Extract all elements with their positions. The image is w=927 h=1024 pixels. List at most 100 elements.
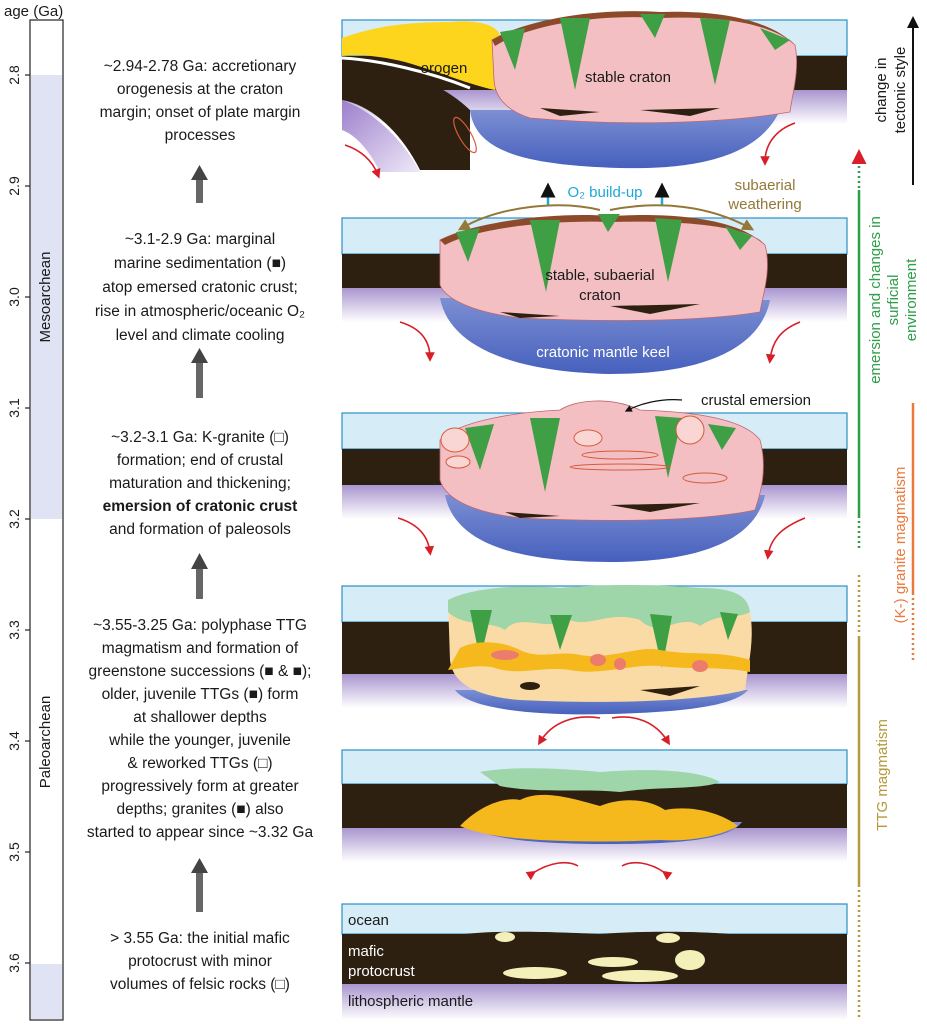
stable-craton-block [491,12,798,124]
felsic-body [675,950,705,970]
convection-arrow [538,716,601,746]
stage-1-line-2: orogenesis at the craton [117,81,283,98]
stage-5-line-1: > 3.55 Ga: the initial mafic [110,930,290,947]
stage-2-line-1: ~3.1-2.9 Ga: marginal [125,231,275,248]
label-stable-subaerial-craton-1: stable, subaerial [545,267,654,284]
felsic-body [503,967,567,979]
stage-4-line-6: while the younger, juvenile [108,732,291,749]
stage-3-line-5: and formation of paleosols [109,521,291,538]
tick-label: 3.6 [6,953,22,973]
greenstone-cover [480,768,720,792]
panel-crustal-emersion-stage: crustal emersion [341,392,848,562]
panel-subaerial-craton-stage: stable, subaerial craton cratonic mantle… [341,177,848,374]
stage-1-line-4: processes [165,127,236,144]
tick-label: 3.0 [6,287,22,307]
panel-protocrust-stage: ocean mafic protocrust lithospheric mant… [341,903,848,1020]
juvenile-ttg-body [460,794,738,842]
tick-label: 3.1 [6,398,22,418]
felsic-body [495,932,515,942]
stage-descriptions: ~2.94-2.78 Ga: accretionary orogenesis a… [87,58,314,993]
pointer-arrow [624,399,683,412]
progression-arrows [191,165,208,912]
felsic-body [656,933,680,943]
convection-arrow [611,716,670,746]
stage-4-line-4: older, juvenile TTGs (■) form [102,686,299,703]
tick-label: 3.5 [6,842,22,862]
era-band-mesoarchean [31,75,62,519]
era-label-mesoarchean: Mesoarchean [37,252,54,343]
label-mafic-protocrust-1: mafic [348,943,384,960]
up-arrow [191,553,208,599]
stage-2-line-5: level and climate cooling [116,327,285,344]
stage-5-line-3: volumes of felsic rocks (□) [110,976,290,993]
stage-4-line-7: & reworked TTGs (□) [127,755,272,772]
panel-early-ttg-stage [341,749,848,881]
cratonic-keel [470,110,780,169]
label-lithospheric-mantle: lithospheric mantle [348,993,473,1010]
label-tectonic-1: change in [873,57,890,122]
era-band-eoarchean [31,964,62,1019]
stage-3-line-3: maturation and thickening; [109,475,291,492]
felsic-body [602,970,678,982]
axis-tick-marks [25,74,30,964]
label-orogen: orogen [421,60,468,77]
axis-title: age (Ga) [4,3,63,20]
label-surficial-2: surficial [885,275,902,326]
label-surficial-3: environment [903,258,920,341]
up-arrow [191,858,208,912]
tick-label: 3.2 [6,509,22,529]
label-tectonic-2: tectonic style [892,47,909,134]
weathering-arrow [457,204,601,231]
stage-3-line-2: formation; end of crustal [117,452,283,469]
label-kgranite: (K-) granite magmatism [892,467,909,624]
label-stable-subaerial-craton-2: craton [579,287,621,304]
convection-arrow [621,861,673,881]
label-mafic-protocrust-2: protocrust [348,963,416,980]
label-ocean: ocean [348,912,389,929]
convection-arrow [344,144,381,179]
label-surficial-1: emersion and changes in [867,216,884,384]
convection-arrow [399,321,435,362]
stage-1-line-1: ~2.94-2.78 Ga: accretionary [104,58,297,75]
label-cratonic-mantle-keel: cratonic mantle keel [536,344,669,361]
age-axis: age (Ga) Mesoarchean Paleoarchean 2.8 2.… [4,3,64,1021]
stage-2-line-2: marine sedimentation (■) [114,255,286,272]
panel-ttg-magmatism-stage [341,585,848,746]
stage-4-line-2: magmatism and formation of [102,640,299,657]
convection-arrow [765,321,801,364]
up-arrow [191,165,208,203]
felsic-body [588,957,638,967]
stage-4-line-9: depths; granites (■) also [116,801,283,818]
tick-label: 2.8 [6,65,22,85]
stage-3-line-4: emersion of cratonic crust [103,498,298,515]
weathering-arrow [609,204,755,231]
panel-orogen-stage: orogen stable craton [341,11,848,179]
stage-2-line-3: atop emersed cratonic crust; [102,279,298,296]
process-bars: change in tectonic style emersion and ch… [851,16,920,1020]
label-ttg: TTG magmatism [874,719,891,831]
emersed-crust-block [439,400,764,521]
label-subaerial-weathering-1: subaerial [735,177,796,194]
label-o2-buildup: O₂ build-up [567,184,642,201]
up-arrow [191,348,208,398]
convection-arrow [763,517,806,560]
orogen-block [342,21,501,91]
stage-4-line-8: progressively form at greater [101,778,298,795]
tick-label: 2.9 [6,176,22,196]
stage-5-line-2: protocrust with minor [128,953,272,970]
stage-4-line-10: started to appear since ~3.32 Ga [87,824,314,841]
stage-1-line-3: margin; onset of plate margin [100,104,301,121]
label-subaerial-weathering-2: weathering [727,196,801,213]
convection-arrow [525,861,579,881]
label-stable-craton: stable craton [585,69,671,86]
era-label-paleoarchean: Paleoarchean [37,696,54,789]
convection-arrow [397,517,435,556]
stage-4-line-1: ~3.55-3.25 Ga: polyphase TTG [93,617,307,634]
tick-label: 3.3 [6,620,22,640]
stage-2-line-4: rise in atmospheric/oceanic O₂ [95,303,305,320]
tick-label: 3.4 [6,731,22,751]
convection-arrow [760,122,796,166]
stage-4-line-3: greenstone successions (■ & ■); [89,663,312,680]
stage-4-line-5: at shallower depths [133,709,267,726]
